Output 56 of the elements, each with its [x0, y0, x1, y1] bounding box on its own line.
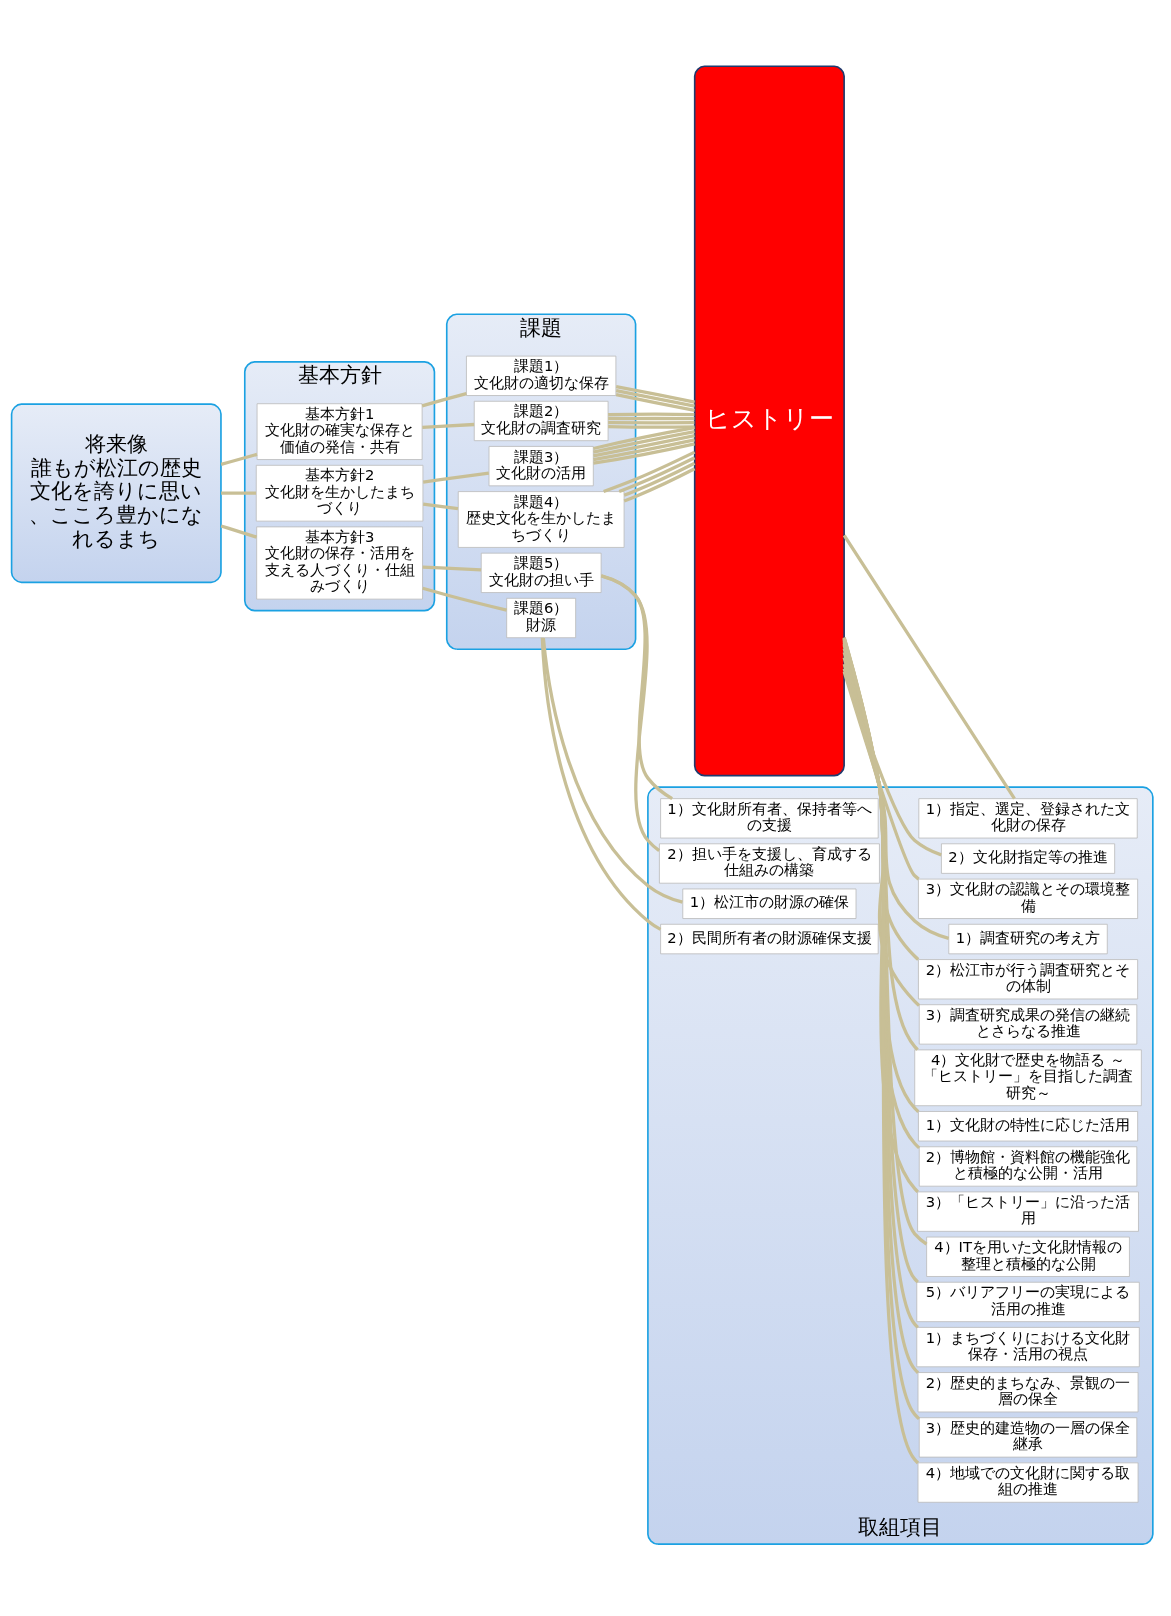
- node-box: 課題5） 文化財の担い手: [480, 552, 602, 593]
- connector: [608, 420, 695, 424]
- connector: [608, 424, 695, 429]
- connector: [600, 573, 661, 852]
- connector: [623, 461, 696, 497]
- node-box: 課題4） 歴史文化を生かしたまちづくり: [457, 490, 625, 548]
- node-box: 4）地域での文化財に関する取組の推進: [917, 1461, 1139, 1503]
- node-box: 1）指定、選定、登録された文化財の保存: [918, 797, 1138, 838]
- node-box: 3）文化財の認識とその環境整備: [918, 878, 1139, 919]
- connector: [221, 491, 256, 495]
- connector: [421, 391, 467, 407]
- connector: [422, 586, 508, 612]
- connector: [608, 416, 695, 420]
- node-box: 2）博物館・資料館の機能強化と積極的な公開・活用: [918, 1145, 1138, 1187]
- node-box: 4）ITを用いた文化財情報の整理と積極的な公開: [926, 1236, 1130, 1277]
- connector: [220, 523, 258, 539]
- connector: [842, 663, 950, 940]
- node-box: 3）調査研究成果の発信の継続とさらなる推進: [918, 1003, 1138, 1045]
- connector: [623, 466, 696, 503]
- node-box: 基本方針1 文化財の確実な保存と価値の発信・共有: [256, 402, 423, 460]
- connector: [422, 471, 490, 484]
- connector: [608, 412, 695, 416]
- connector: [220, 452, 258, 466]
- node-box: 3）歴史的建造物の一層の保全継承: [918, 1416, 1138, 1458]
- node-box: 1）文化財所有者、保持者等への支援: [660, 797, 879, 838]
- connector: [618, 455, 696, 493]
- node-box: 1）松江市の財源の確保: [682, 888, 857, 919]
- node-box: 2）民間所有者の財源確保支援: [660, 923, 879, 954]
- node-box: 課題6） 財源: [506, 597, 577, 638]
- connector: [422, 422, 475, 429]
- connector: [842, 534, 1016, 799]
- node-box: 基本方針3 文化財の保存・活用を支える人づくり・仕組みづくり: [256, 525, 423, 600]
- connector: [603, 450, 696, 493]
- node-box: 基本方針2 文化財を生かしたまちづくり: [255, 464, 424, 522]
- node-box: 2）文化財指定等の推進: [941, 842, 1116, 874]
- connector: [540, 637, 662, 931]
- node-box: 2）担い手を支援し、育成する仕組みの構築: [659, 842, 880, 884]
- connector: [842, 670, 920, 880]
- node-box: 1）調査研究の考え方: [948, 923, 1108, 954]
- node-box: 2）松江市が行う調査研究とその体制: [918, 958, 1139, 999]
- node-box: 課題1） 文化財の適切な保存: [466, 355, 617, 396]
- node-box: 将来像 誰もが松江の歴史文化を誇りに思い、こころ豊かになれるまち: [10, 402, 222, 583]
- connector: [422, 501, 459, 510]
- connector: [842, 667, 942, 856]
- node-box: 1）文化財の特性に応じた活用: [918, 1110, 1139, 1141]
- node-box: 課題2） 文化財の調査研究: [473, 400, 609, 441]
- node-box: 5）バリアフリーの実現による活用の推進: [916, 1281, 1140, 1322]
- node-box: 2）歴史的まちなみ、景観の一層の保全: [917, 1371, 1139, 1412]
- node-box: 3）「ヒストリー」に沿った活用: [917, 1191, 1139, 1232]
- connector: [541, 637, 683, 904]
- node-box: ヒストリー: [693, 64, 845, 776]
- node-box: 1）まちづくりにおける文化財保存・活用の視点: [916, 1326, 1140, 1367]
- connector: [422, 564, 482, 572]
- connector: [842, 656, 920, 961]
- node-box: 課題3） 文化財の活用: [488, 445, 594, 486]
- node-box: 4）文化財で歴史を物語る ～「ヒストリー」を目指した調査研究～: [914, 1048, 1142, 1106]
